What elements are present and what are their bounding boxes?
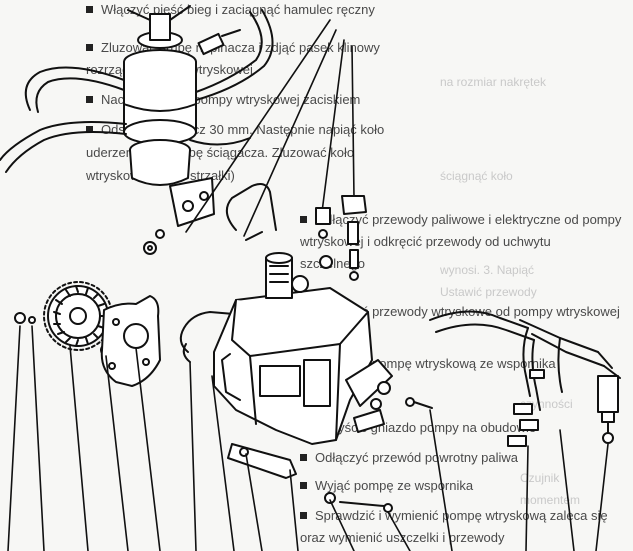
fitting-top <box>198 30 240 54</box>
instruction-line: wtryskowej i odkręcić przewody od uchwyt… <box>300 234 551 249</box>
leader-lines-bottom <box>8 326 608 551</box>
bullet-icon <box>300 482 307 489</box>
injector-harness <box>430 311 620 446</box>
fuel-hoses <box>0 10 273 172</box>
faded-text: Ustawić przewody <box>440 285 537 299</box>
instruction-line: Odłączyć przewód powrotny paliwa <box>300 450 518 466</box>
instruction-line: Odłączyć przewody paliwowe i elektryczne… <box>300 212 621 228</box>
faded-text: wynosi. 3. Napiąć <box>440 263 535 277</box>
faded-text: momentem <box>520 493 581 507</box>
bullet-icon <box>86 44 93 51</box>
bullet-icon <box>300 216 307 223</box>
bullet-icon <box>300 512 307 519</box>
small-parts <box>316 196 366 280</box>
mounting-plate <box>102 296 160 386</box>
bullet-icon <box>86 96 93 103</box>
bullet-icon <box>300 454 307 461</box>
faded-text: na rozmiar nakrętek <box>440 75 547 89</box>
filter-bracket <box>170 178 214 226</box>
faded-text: ściągnąć koło <box>440 169 513 183</box>
bullet-icon <box>86 6 93 13</box>
faded-text: czynności <box>520 397 573 411</box>
bullet-icon <box>86 126 93 133</box>
instruction-line: Wyjąć pompę ze wspornika <box>300 478 473 494</box>
faded-text: Czujnik <box>520 471 560 485</box>
injector-pipes-left <box>181 184 276 362</box>
injection-pump-body <box>214 253 432 444</box>
leader-lines-top <box>186 20 354 236</box>
injector-nozzle <box>598 376 618 443</box>
pump-lever <box>228 444 392 512</box>
fuel-filter <box>124 6 196 185</box>
timing-gear <box>44 282 112 350</box>
